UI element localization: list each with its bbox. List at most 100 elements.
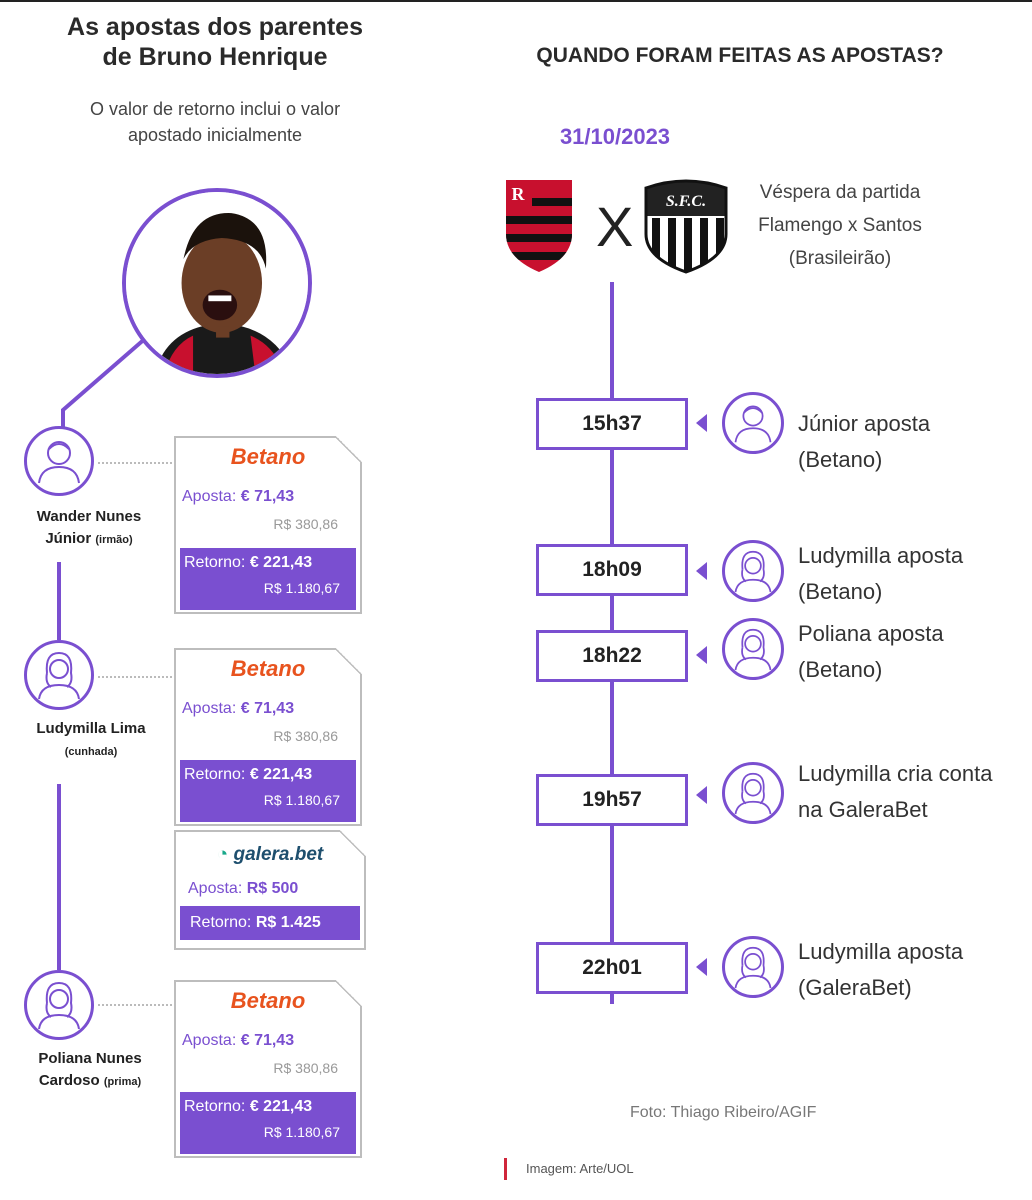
event-line1: Ludymilla aposta	[798, 543, 964, 568]
person-avatar-poliana	[24, 970, 94, 1040]
photo-credit: Foto: Thiago Ribeiro/AGIF	[630, 1104, 817, 1121]
event-text-1: Júnior aposta (Betano)	[798, 406, 930, 478]
left-title-line1: As apostas dos parentes	[67, 13, 363, 41]
person-name-ludymilla: Ludymilla Lima (cunhada)	[0, 718, 182, 763]
match-date: 31/10/2023	[559, 124, 671, 149]
betano-logo: Betano	[230, 656, 306, 681]
credit-accent-bar	[504, 1158, 507, 1180]
retorno-value: € 221,43	[249, 1098, 313, 1115]
bet-ticket-betano-1: Betano Aposta: € 71,43 R$ 380,86 Retorno…	[174, 436, 362, 614]
event-avatar-4	[722, 762, 784, 824]
event-text-2: Ludymilla aposta (Betano)	[798, 538, 963, 610]
galerabet-brand-text: galera.bet	[233, 844, 324, 865]
retorno-box: Retorno: R$ 1.425	[180, 906, 360, 940]
retorno-brl: R$ 1.180,67	[263, 1124, 340, 1140]
time-box-4: 19h57	[536, 774, 688, 826]
woman-avatar-icon	[38, 651, 80, 700]
ticket-fold	[336, 648, 362, 674]
event-avatar-3	[722, 618, 784, 680]
aposta-label: Aposta:	[188, 880, 243, 897]
event-line1: Júnior aposta	[798, 411, 931, 436]
aposta-label: Aposta:	[182, 1032, 237, 1049]
retorno-value: € 221,43	[249, 766, 313, 783]
betano-logo: Betano	[230, 988, 306, 1013]
person-relation: (prima)	[103, 1076, 142, 1088]
bet-ticket-galerabet: ◔ galera.bet Aposta: R$ 500 Retorno: R$ …	[174, 830, 366, 950]
right-title: QUANDO FORAM FEITAS AS APOSTAS?	[536, 44, 944, 67]
flamengo-crest-icon: R	[506, 180, 572, 272]
time-box-3: 18h22	[536, 630, 688, 682]
aposta-line: Aposta: € 71,43	[182, 700, 294, 718]
event-avatar-2	[722, 540, 784, 602]
svg-text:R: R	[512, 184, 526, 204]
aposta-line: Aposta: R$ 500	[188, 880, 298, 898]
event-line2: (Betano)	[798, 657, 883, 682]
person-name-line1: Wander Nunes	[36, 508, 142, 525]
retorno-label: Retorno:	[184, 766, 246, 783]
family-line-1	[57, 562, 61, 640]
retorno-box: Retorno: € 221,43 R$ 1.180,67	[180, 760, 356, 822]
person-name-poliana: Poliana Nunes Cardoso (prima)	[0, 1048, 180, 1093]
woman-avatar-icon	[734, 772, 772, 815]
ticket-fold	[336, 436, 362, 462]
event-line2: (Betano)	[798, 447, 883, 472]
match-description: Véspera da partida Flamengo x Santos (Br…	[740, 176, 940, 275]
retorno-brl: R$ 1.180,67	[263, 792, 340, 808]
time-box-5: 22h01	[536, 942, 688, 994]
event-text-5: Ludymilla aposta (GaleraBet)	[798, 934, 963, 1006]
person-name-line2: Cardoso	[38, 1072, 100, 1089]
person-avatar-wander	[24, 426, 94, 496]
time-box-1: 15h37	[536, 398, 688, 450]
man-avatar-icon	[38, 441, 80, 484]
aposta-value: € 71,43	[240, 700, 295, 717]
galerabet-mark-icon: ◔	[216, 844, 229, 865]
retorno-label: Retorno:	[190, 914, 252, 931]
connector-dotted-2	[98, 676, 176, 678]
betano-logo: Betano	[230, 444, 306, 469]
event-line1: Ludymilla aposta	[798, 939, 964, 964]
arrow-left-icon	[696, 646, 707, 664]
woman-avatar-icon	[734, 550, 772, 593]
person-name-line2: Júnior	[45, 530, 92, 547]
person-name-wander: Wander Nunes Júnior (irmão)	[0, 506, 178, 551]
aposta-brl: R$ 380,86	[273, 516, 338, 532]
image-credit: Imagem: Arte/UOL	[526, 1161, 634, 1176]
retorno-value: € 221,43	[249, 554, 313, 571]
left-subtitle: O valor de retorno inclui o valor aposta…	[20, 96, 410, 148]
woman-avatar-icon	[734, 628, 772, 671]
person-relation: (irmão)	[95, 534, 133, 546]
retorno-label: Retorno:	[184, 1098, 246, 1115]
ticket-fold	[340, 830, 366, 856]
match-line3: (Brasileirão)	[788, 248, 892, 269]
aposta-brl: R$ 380,86	[273, 1060, 338, 1076]
event-line2: na GaleraBet	[798, 797, 928, 822]
event-text-4: Ludymilla cria conta na GaleraBet	[798, 756, 992, 828]
arrow-left-icon	[696, 562, 707, 580]
person-relation: (cunhada)	[64, 746, 118, 758]
left-title-line2: de Bruno Henrique	[102, 43, 328, 71]
svg-text:S.F.C.: S.F.C.	[666, 193, 706, 210]
bet-ticket-betano-2: Betano Aposta: € 71,43 R$ 380,86 Retorno…	[174, 648, 362, 826]
santos-crest-icon: S.F.C.	[644, 179, 728, 274]
versus-mark: X	[596, 195, 634, 258]
aposta-line: Aposta: € 71,43	[182, 488, 294, 506]
event-text-3: Poliana aposta (Betano)	[798, 616, 944, 688]
aposta-line: Aposta: € 71,43	[182, 1032, 294, 1050]
arrow-left-icon	[696, 414, 707, 432]
event-line1: Poliana aposta	[798, 621, 944, 646]
retorno-brl: R$ 1.180,67	[263, 580, 340, 596]
match-line2: Flamengo x Santos	[758, 215, 922, 236]
connector-dotted-3	[98, 1004, 176, 1006]
match-line1: Véspera da partida	[759, 182, 921, 203]
left-title: As apostas dos parentes de Bruno Henriqu…	[20, 12, 410, 72]
aposta-value: € 71,43	[240, 488, 295, 505]
event-line1: Ludymilla cria conta	[798, 761, 993, 786]
event-avatar-1	[722, 392, 784, 454]
aposta-label: Aposta:	[182, 700, 237, 717]
aposta-value: € 71,43	[240, 1032, 295, 1049]
woman-avatar-icon	[734, 946, 772, 989]
bet-ticket-betano-3: Betano Aposta: € 71,43 R$ 380,86 Retorno…	[174, 980, 362, 1158]
family-line-2	[57, 784, 61, 970]
aposta-label: Aposta:	[182, 488, 237, 505]
event-line2: (GaleraBet)	[798, 975, 912, 1000]
